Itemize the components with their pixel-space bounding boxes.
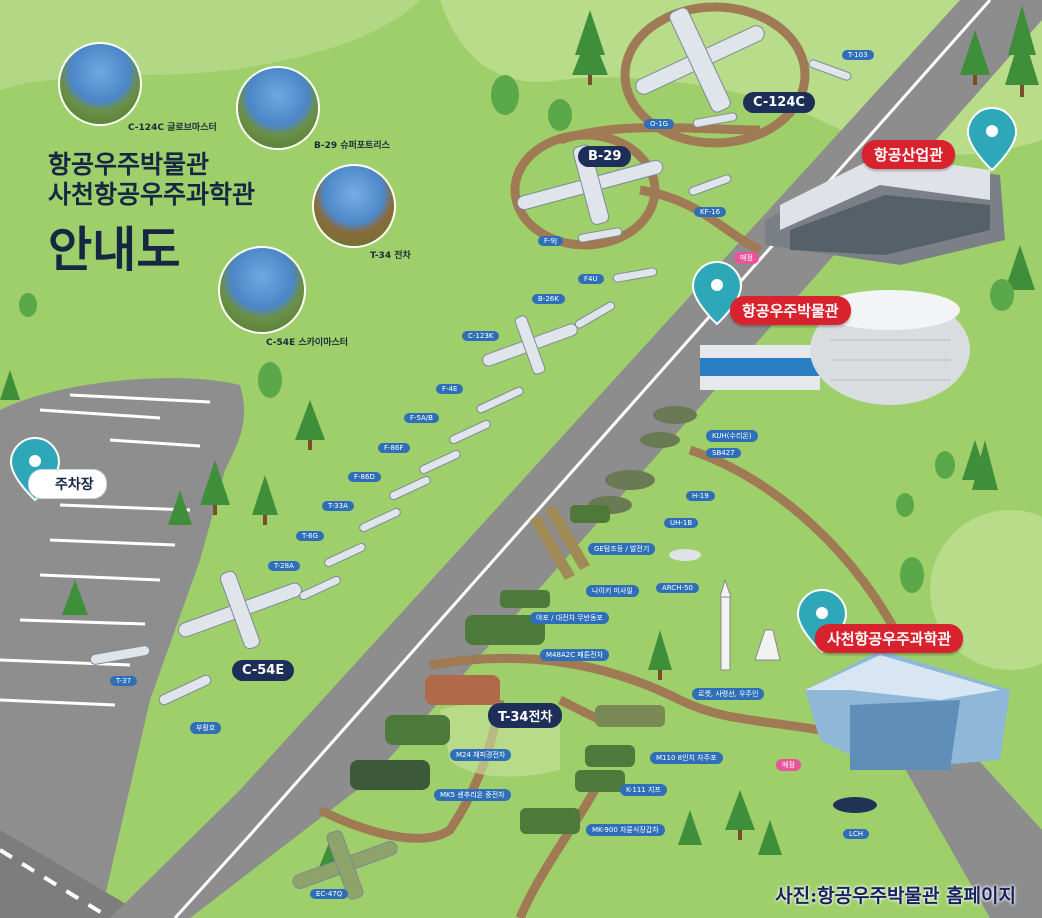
tag-rocket[interactable]: 로켓, 사령선, 우주인	[692, 688, 765, 700]
photo-label-c54e: C-54E 스카이마스터	[266, 338, 349, 348]
tag-b26k[interactable]: B-26K	[532, 294, 565, 304]
photo-label-b29: B-29 슈퍼포트리스	[314, 141, 390, 151]
parking-lines	[0, 393, 211, 707]
tag-o1g[interactable]: O-1G	[644, 119, 675, 129]
tag-t33a[interactable]: T-33A	[322, 501, 354, 511]
tag-t103[interactable]: T-103	[842, 50, 874, 60]
science-museum-building	[805, 650, 1010, 770]
label-t34-tank[interactable]: T-34전차	[488, 703, 563, 728]
photo-b29	[238, 68, 318, 148]
label-museum[interactable]: 항공우주박물관	[730, 296, 851, 325]
tag-shop-industry[interactable]: 매점	[734, 252, 759, 264]
label-parking[interactable]: 주차장	[28, 469, 107, 499]
tag-kuh[interactable]: KUH(수리온)	[706, 430, 758, 442]
tag-f9j[interactable]: F-9J	[538, 236, 564, 246]
road-center-line	[173, 0, 992, 918]
tag-t37[interactable]: T-37	[110, 676, 138, 686]
tag-ge-searchlight[interactable]: GE탐조등 / 발전기	[588, 543, 656, 555]
label-industry-hall[interactable]: 항공산업관	[862, 140, 956, 169]
industry-hall-building	[765, 155, 1005, 265]
title-line3: 안내도	[48, 222, 181, 278]
tag-ec47q[interactable]: EC-47Q	[310, 889, 349, 899]
tag-m24[interactable]: M24 채피경전차	[450, 749, 512, 761]
tag-c123k[interactable]: C-123K	[462, 331, 500, 341]
museum-building	[700, 290, 970, 405]
vehicle-displays	[350, 505, 781, 834]
label-c124c[interactable]: C-124C	[743, 92, 815, 113]
photo-t34	[314, 166, 394, 246]
tag-t6g[interactable]: T-6G	[296, 531, 325, 541]
title-line1: 항공우주박물관	[48, 150, 210, 179]
photo-label-c124c: C-124C 글로브마스터	[128, 123, 217, 133]
location-pins	[9, 106, 1018, 654]
tag-m110[interactable]: M110 8인치 자주포	[650, 752, 723, 764]
tag-f4u[interactable]: F4U	[578, 274, 604, 284]
tag-m48a2c[interactable]: M48A2C 패튼전차	[540, 649, 610, 661]
title-line2: 사천항공우주과학관	[48, 180, 256, 209]
label-c54e[interactable]: C-54E	[232, 660, 295, 681]
tag-arch50[interactable]: ARCH-50	[656, 583, 699, 593]
tag-f86d[interactable]: F-86D	[348, 472, 381, 482]
tag-f5ab[interactable]: F-5A/B	[404, 413, 439, 423]
photo-c124c	[60, 44, 140, 124]
photo-credit: 사진:항공우주박물관 홈페이지	[775, 885, 1016, 907]
tag-buhwal[interactable]: 부활호	[190, 722, 222, 734]
tag-t28a[interactable]: T-28A	[268, 561, 300, 571]
label-b29[interactable]: B-29	[578, 146, 632, 167]
tag-nike-missile[interactable]: 나이키 미사일	[586, 585, 639, 597]
tag-mk900[interactable]: MK-900 차륜식장갑차	[586, 824, 665, 836]
label-science-museum[interactable]: 사천항공우주과학관	[815, 624, 964, 653]
tag-sb427[interactable]: SB427	[706, 448, 741, 458]
tag-mk5[interactable]: MK5 센추리온 중전차	[434, 789, 511, 801]
photo-label-t34: T-34 전차	[370, 251, 411, 261]
trees	[0, 5, 1039, 870]
tag-lch[interactable]: LCH	[843, 829, 870, 839]
tag-shop-science[interactable]: 매점	[776, 759, 801, 771]
photo-c54e	[220, 248, 304, 332]
tag-kf16[interactable]: KF-16	[694, 207, 727, 217]
tag-f86f[interactable]: F-86F	[378, 443, 410, 453]
tag-h19[interactable]: H-19	[686, 491, 715, 501]
tag-artillery[interactable]: 야포 / 대전차 무반동포	[530, 612, 609, 624]
tag-f4e[interactable]: F-4E	[436, 384, 464, 394]
tag-uh1b[interactable]: UH-1B	[664, 518, 699, 528]
tag-k111[interactable]: K-111 지프	[620, 784, 667, 796]
map-title: 항공우주박물관 사천항공우주과학관 안내도	[48, 150, 255, 280]
